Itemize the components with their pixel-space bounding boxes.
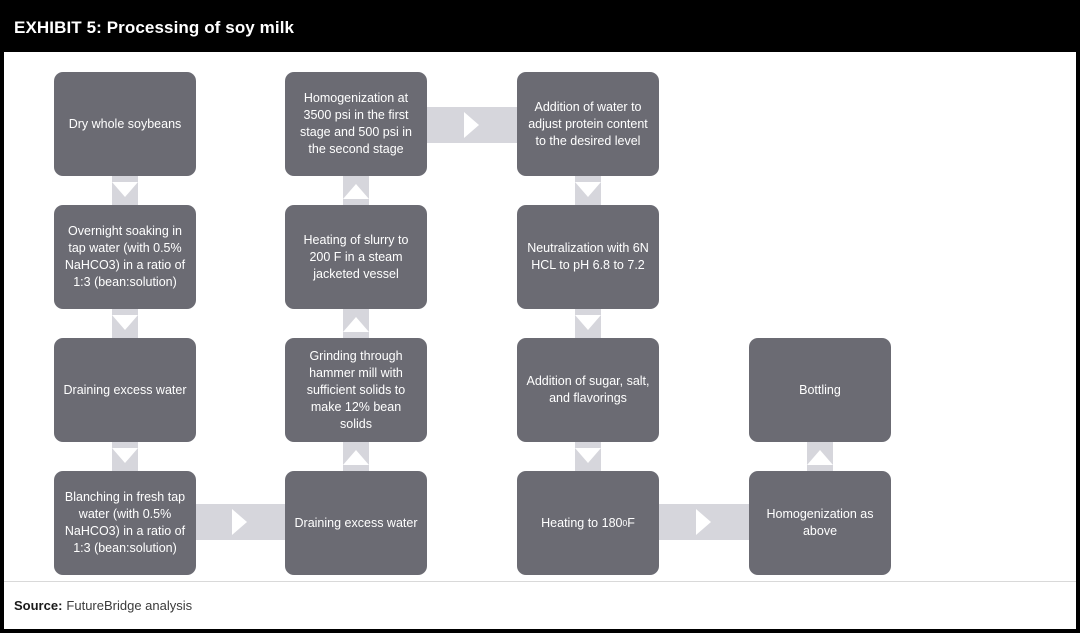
process-node-grinding-hammer-mill[interactable]: Grinding through hammer mill with suffic…: [285, 338, 427, 442]
flowchart-canvas: Dry whole soybeans Overnight soaking in …: [4, 52, 1076, 581]
arrow-right-icon: [464, 112, 479, 138]
process-node-blanching[interactable]: Blanching in fresh tap water (with 0.5% …: [54, 471, 196, 575]
process-node-draining-excess-water-2[interactable]: Draining excess water: [285, 471, 427, 575]
process-node-addition-of-water[interactable]: Addition of water to adjust protein cont…: [517, 72, 659, 176]
source-footer: Source: FutureBridge analysis: [4, 581, 1076, 629]
source-value: FutureBridge analysis: [66, 598, 193, 613]
arrow-down-icon: [575, 182, 601, 197]
source-label: Source:: [14, 598, 63, 613]
process-node-addition-of-sugar[interactable]: Addition of sugar, salt, and flavorings: [517, 338, 659, 442]
process-node-homogenization-as-above[interactable]: Homogenization as above: [749, 471, 891, 575]
arrow-down-icon: [575, 315, 601, 330]
process-node-draining-excess-water-1[interactable]: Draining excess water: [54, 338, 196, 442]
arrow-down-icon: [112, 315, 138, 330]
page-title: EXHIBIT 5: Processing of soy milk: [14, 18, 295, 37]
arrow-up-icon: [807, 450, 833, 465]
process-node-heating-slurry[interactable]: Heating of slurry to 200 F in a steam ja…: [285, 205, 427, 309]
arrow-down-icon: [112, 182, 138, 197]
process-node-homogenization-stages[interactable]: Homogenization at 3500 psi in the first …: [285, 72, 427, 176]
process-node-dry-whole-soybeans[interactable]: Dry whole soybeans: [54, 72, 196, 176]
arrow-right-icon: [696, 509, 711, 535]
arrow-up-icon: [343, 450, 369, 465]
process-node-neutralization[interactable]: Neutralization with 6N HCL to pH 6.8 to …: [517, 205, 659, 309]
arrow-up-icon: [343, 184, 369, 199]
arrow-down-icon: [575, 448, 601, 463]
arrow-up-icon: [343, 317, 369, 332]
process-node-bottling[interactable]: Bottling: [749, 338, 891, 442]
exhibit-title-bar: EXHIBIT 5: Processing of soy milk: [4, 4, 1076, 52]
process-node-overnight-soaking[interactable]: Overnight soaking in tap water (with 0.5…: [54, 205, 196, 309]
arrow-right-icon: [232, 509, 247, 535]
arrow-down-icon: [112, 448, 138, 463]
